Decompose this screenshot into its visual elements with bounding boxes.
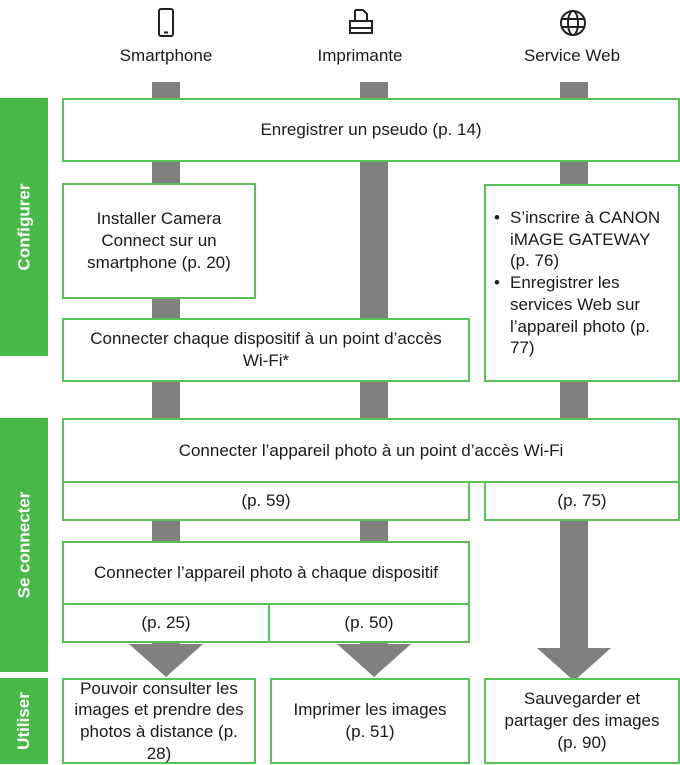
arrow-web xyxy=(537,648,611,681)
column-label-smartphone: Smartphone xyxy=(119,46,213,65)
step-connect-camera-ap: Connecter l’appareil photo à un point d’… xyxy=(62,418,680,483)
arrow-smartphone xyxy=(129,644,203,677)
step-web-setup: S’inscrire à CANON iMAGE GATEWAY (p. 76)… xyxy=(484,184,680,382)
web-setup-item: S’inscrire à CANON iMAGE GATEWAY (p. 76) xyxy=(494,207,674,272)
page-ref-p75: (p. 75) xyxy=(484,481,680,521)
printer-icon xyxy=(349,9,373,34)
result-web: Sauvegarder et partager des images (p. 9… xyxy=(484,678,680,764)
step-connect-each-device: Connecter l’appareil photo à chaque disp… xyxy=(62,541,470,605)
page-ref-p59: (p. 59) xyxy=(62,481,470,521)
page-ref-p25: (p. 25) xyxy=(62,603,270,643)
globe-icon xyxy=(560,10,586,36)
web-setup-item: Enregistrer les services Web sur l’appar… xyxy=(494,272,674,359)
smartphone-icon xyxy=(158,8,174,37)
section-label-connect: Se connecter xyxy=(0,418,48,672)
step-install-camera-connect: Installer Camera Connect sur un smartpho… xyxy=(62,183,256,299)
column-label-printer: Imprimante xyxy=(317,46,403,65)
result-printer: Imprimer les images (p. 51) xyxy=(270,678,470,764)
page-ref-p50: (p. 50) xyxy=(268,603,470,643)
step-connect-access-point: Connecter chaque dispositif à un point d… xyxy=(62,318,470,382)
column-label-web: Service Web xyxy=(523,46,621,65)
arrow-printer xyxy=(337,644,411,677)
section-label-configure: Configurer xyxy=(0,98,48,356)
step-register-nickname: Enregistrer un pseudo (p. 14) xyxy=(62,98,680,162)
result-smartphone: Pouvoir consulter les images et prendre … xyxy=(62,678,256,764)
web-setup-list: S’inscrire à CANON iMAGE GATEWAY (p. 76)… xyxy=(494,207,674,359)
section-label-use: Utiliser xyxy=(0,678,48,764)
